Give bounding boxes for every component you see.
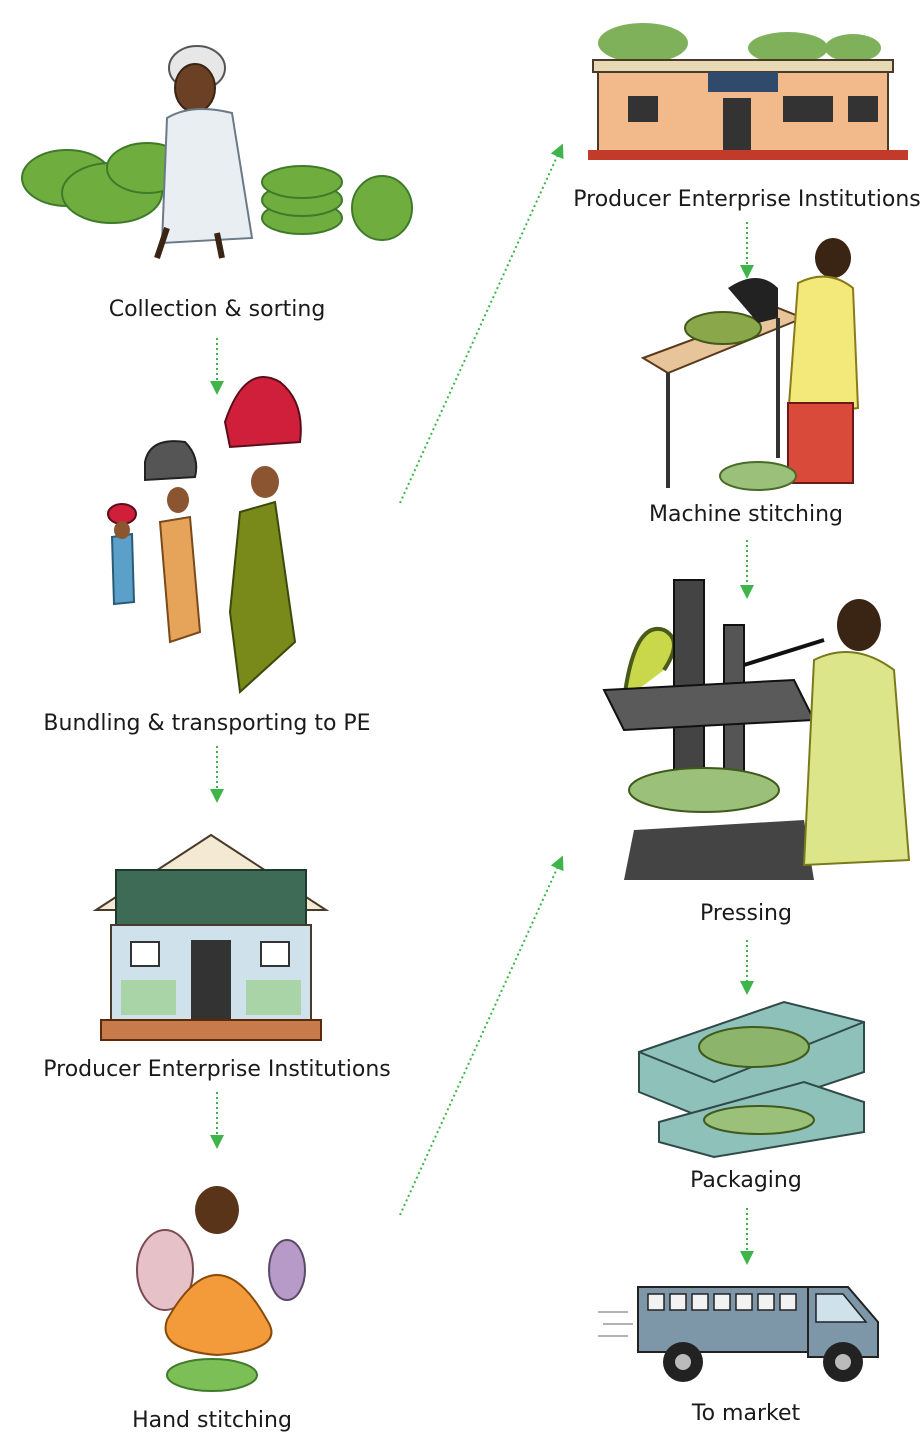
step-hand-stitching-label: Hand stitching bbox=[132, 1408, 292, 1433]
packaging-box-illustration bbox=[638, 1000, 865, 1159]
step-pe-left-label: Producer Enterprise Institutions bbox=[43, 1057, 391, 1082]
step-machine-stitching-label: Machine stitching bbox=[649, 502, 843, 527]
institution-building-green-sign-illustration bbox=[92, 833, 330, 1041]
woman-sorting-leaves-illustration bbox=[21, 45, 413, 259]
step-to-market-label: To market bbox=[691, 1401, 801, 1426]
step-packaging-label: Packaging bbox=[690, 1168, 802, 1193]
delivery-truck-illustration bbox=[598, 1286, 879, 1382]
arrow-hand-to-pressing bbox=[399, 855, 564, 1216]
step-pe-right-label: Producer Enterprise Institutions bbox=[573, 187, 920, 212]
step-collection-sorting-label: Collection & sorting bbox=[108, 297, 326, 322]
step-pressing-label: Pressing bbox=[700, 901, 792, 926]
step-bundling-label: Bundling & transporting to PE bbox=[43, 711, 371, 736]
woman-machine-stitching-illustration bbox=[640, 238, 860, 491]
women-hand-stitching-illustration bbox=[136, 1186, 306, 1392]
woman-pressing-machine-illustration bbox=[602, 579, 911, 880]
institution-building-orange-illustration bbox=[588, 23, 908, 160]
arrow-bundling-to-pe-right bbox=[399, 143, 564, 504]
people-carrying-bundles-illustration bbox=[107, 376, 302, 695]
